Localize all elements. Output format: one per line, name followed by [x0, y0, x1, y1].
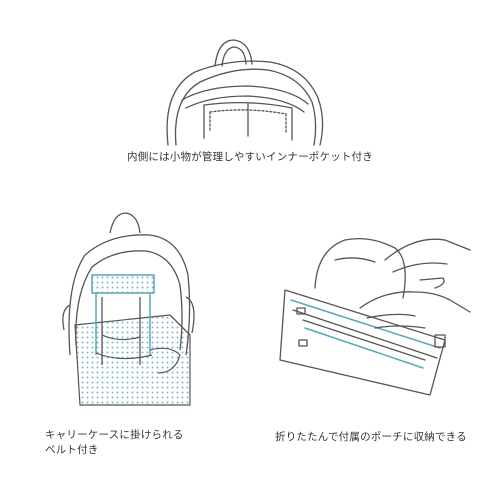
backpack-inner-pocket-illustration	[166, 39, 324, 146]
backpack-folding-into-pouch-illustration	[279, 237, 471, 396]
caption-foldable-pouch: 折りたたんで付属のポーチに収納できる	[275, 431, 467, 443]
caption-inner-pocket: 内側には小物が管理しやすいインナーポケット付き	[127, 151, 373, 163]
caption-carry-case-belt: キャリーケースに掛けられる ベルト付き	[45, 428, 184, 458]
caption-carry-case-belt-line2: ベルト付き	[45, 444, 99, 456]
caption-carry-case-belt-line1: キャリーケースに掛けられる	[45, 429, 184, 441]
backpack-on-carry-case-illustration	[62, 212, 195, 406]
